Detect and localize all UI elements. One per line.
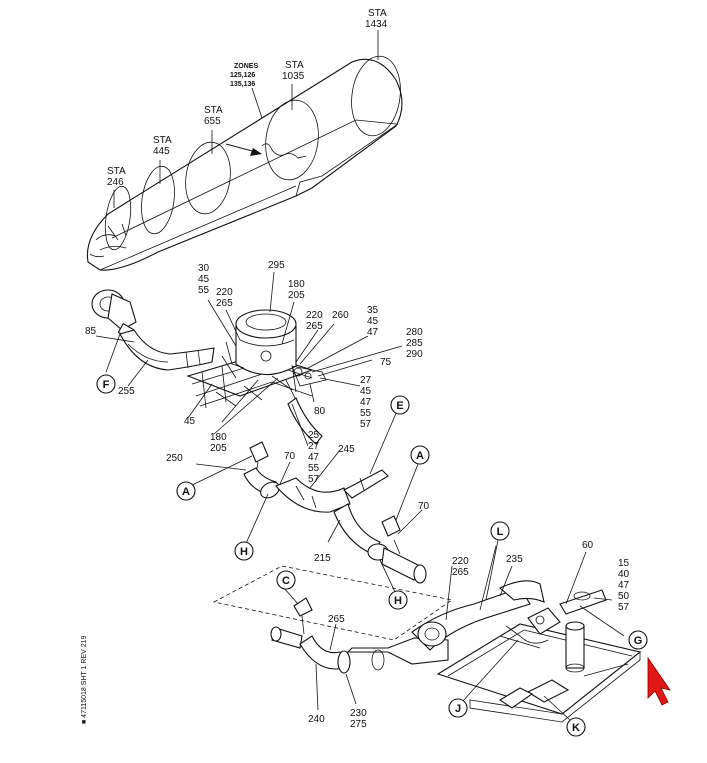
part-47: 47 xyxy=(360,397,372,408)
part-70: 70 xyxy=(284,451,296,462)
callout-f: F xyxy=(96,374,116,394)
part-245: 245 xyxy=(338,444,355,455)
part-55: 55 xyxy=(198,285,210,296)
part-57: 57 xyxy=(360,419,372,430)
part-45: 45 xyxy=(184,416,196,427)
callout-h-right: H xyxy=(388,590,408,610)
station-labels: STA 246 STA 445 STA 655 STA 1035 STA 143… xyxy=(107,8,388,188)
callout-f-letter: F xyxy=(103,379,110,391)
sta-246-label: STA xyxy=(107,166,126,177)
leader-lines xyxy=(95,271,625,721)
part-215: 215 xyxy=(314,553,331,564)
part-295: 295 xyxy=(268,260,285,271)
callout-g-letter: G xyxy=(634,635,643,647)
part-55: 55 xyxy=(360,408,372,419)
middle-duct-assembly xyxy=(243,441,427,584)
part-285: 285 xyxy=(406,338,423,349)
sta-1035-value: 1035 xyxy=(282,71,305,82)
part-50: 50 xyxy=(618,591,630,602)
sta-655-label: STA xyxy=(204,105,223,116)
part-15: 15 xyxy=(618,558,630,569)
part-35: 35 xyxy=(367,305,379,316)
part-265: 265 xyxy=(216,298,233,309)
sta-1035-label: STA xyxy=(285,60,304,71)
part-40: 40 xyxy=(618,569,630,580)
callout-k-letter: K xyxy=(572,722,580,734)
part-47: 47 xyxy=(618,580,630,591)
callout-h-letter: H xyxy=(394,595,402,607)
callout-a-letter: A xyxy=(182,486,190,498)
callout-a-letter: A xyxy=(416,450,424,462)
part-205: 205 xyxy=(288,290,305,301)
part-57: 57 xyxy=(308,474,320,485)
part-27: 27 xyxy=(360,375,372,386)
part-255: 255 xyxy=(118,386,135,397)
part-220: 220 xyxy=(452,556,469,567)
fuselage-locator xyxy=(86,30,403,271)
callout-e-letter: E xyxy=(396,400,403,412)
sta-1434-value: 1434 xyxy=(365,19,388,30)
part-220: 220 xyxy=(306,310,323,321)
part-250: 250 xyxy=(166,453,183,464)
part-290: 290 xyxy=(406,349,423,360)
part-45: 45 xyxy=(198,274,210,285)
part-275: 275 xyxy=(350,719,367,730)
part-265: 265 xyxy=(452,567,469,578)
part-280: 280 xyxy=(406,327,423,338)
part-27: 27 xyxy=(308,441,320,452)
part-70: 70 xyxy=(418,501,430,512)
part-260: 260 xyxy=(332,310,349,321)
callout-g: G xyxy=(628,630,648,650)
callout-l-letter: L xyxy=(497,526,504,538)
part-45: 45 xyxy=(360,386,372,397)
part-265: 265 xyxy=(306,321,323,332)
part-47: 47 xyxy=(367,327,379,338)
zones-heading: ZONES xyxy=(234,63,258,70)
mouse-cursor-icon xyxy=(647,656,671,706)
part-180: 180 xyxy=(288,279,305,290)
part-235: 235 xyxy=(506,554,523,565)
part-45: 45 xyxy=(367,316,379,327)
zones-line-1: 125,126 xyxy=(230,72,255,79)
part-85: 85 xyxy=(85,326,97,337)
part-180: 180 xyxy=(210,432,227,443)
part-25: 25 xyxy=(308,430,320,441)
callout-circles: F A H E A H C L xyxy=(96,374,648,737)
part-230: 230 xyxy=(350,708,367,719)
part-55: 55 xyxy=(308,463,320,474)
sta-246-value: 246 xyxy=(107,177,124,188)
sta-445-label: STA xyxy=(153,135,172,146)
part-75: 75 xyxy=(380,357,392,368)
part-47: 47 xyxy=(308,452,320,463)
callout-c-letter: C xyxy=(282,575,290,587)
callout-c: C xyxy=(276,570,296,590)
callout-a-right: A xyxy=(410,445,430,465)
part-240: 240 xyxy=(308,714,325,725)
part-57: 57 xyxy=(618,602,630,613)
part-205: 205 xyxy=(210,443,227,454)
upper-assembly xyxy=(91,289,327,445)
sheet-reference-note: ■ 47115018 SHT 1 REV 219 xyxy=(81,635,88,724)
sta-1434-label: STA xyxy=(368,8,387,19)
callout-h-letter: H xyxy=(240,546,248,558)
sta-445-value: 445 xyxy=(153,146,170,157)
part-60: 60 xyxy=(582,540,594,551)
part-number-labels: 295 30 45 55 220 265 180 205 220 265 260… xyxy=(85,260,630,730)
part-265: 265 xyxy=(328,614,345,625)
callout-j-letter: J xyxy=(455,703,461,715)
callout-k: K xyxy=(566,717,586,737)
part-30: 30 xyxy=(198,263,210,274)
part-220: 220 xyxy=(216,287,233,298)
sta-655-value: 655 xyxy=(204,116,221,127)
part-80: 80 xyxy=(314,406,326,417)
zones-line-2: 135,136 xyxy=(230,81,255,88)
callout-a-left: A xyxy=(176,481,196,501)
lower-assembly xyxy=(212,565,642,723)
callout-h-left: H xyxy=(234,541,254,561)
callout-j: J xyxy=(448,698,468,718)
callout-e: E xyxy=(390,395,410,415)
callout-l: L xyxy=(490,521,510,541)
